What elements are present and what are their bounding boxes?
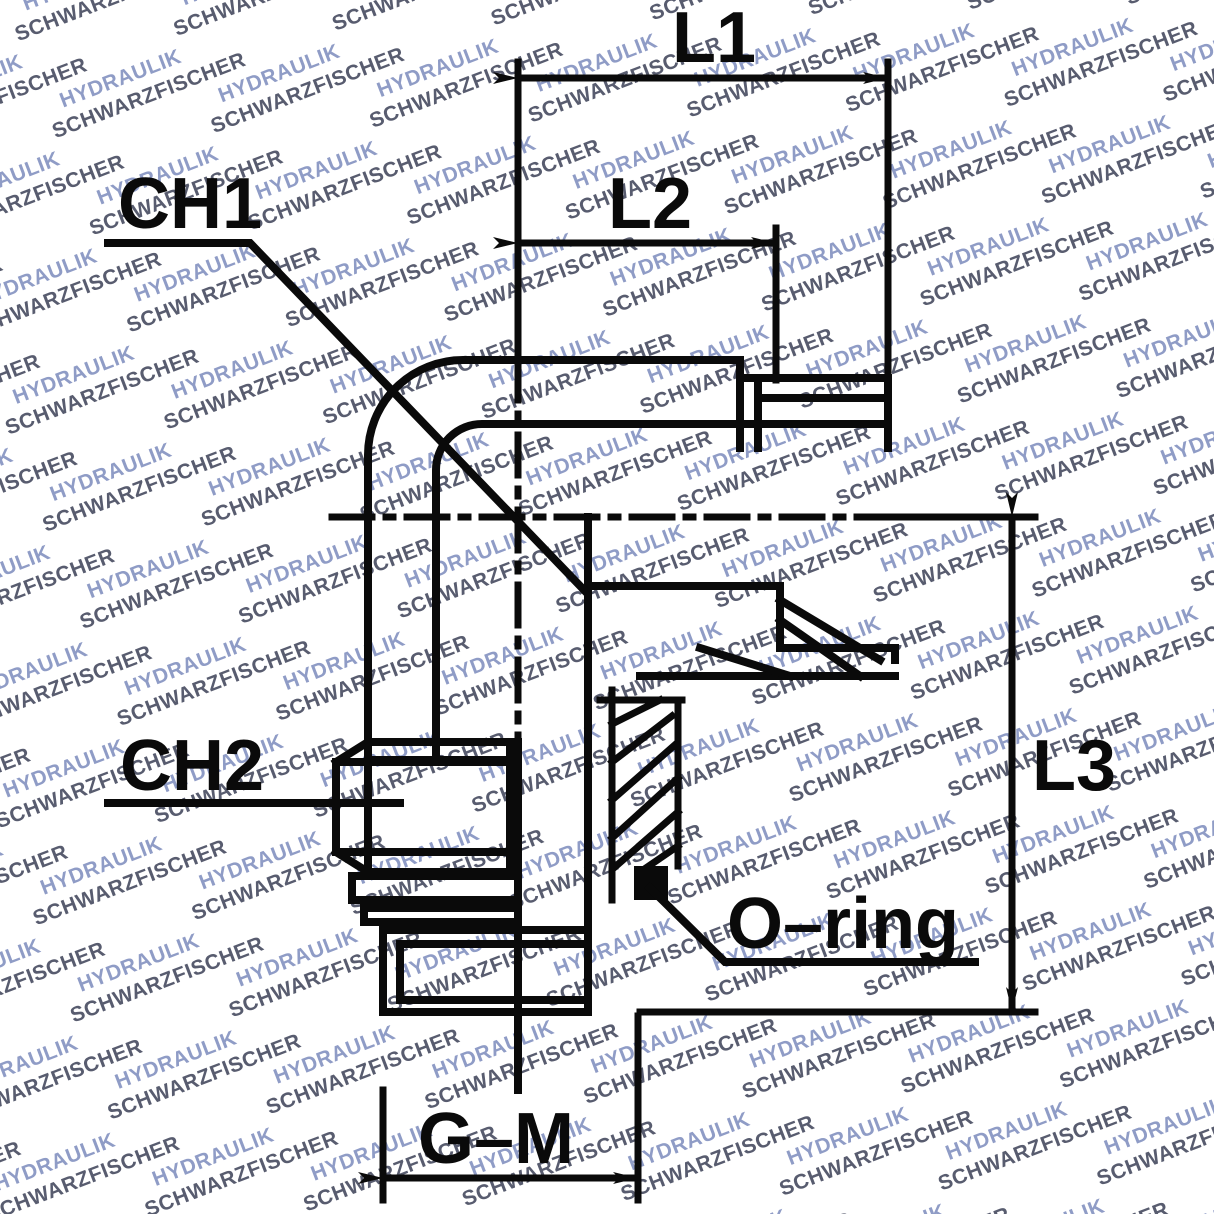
label-l3: L3	[1032, 726, 1116, 806]
label-ch2: CH2	[120, 726, 264, 806]
label-l1: L1	[672, 0, 756, 78]
leader-line-oring	[644, 882, 979, 966]
male-thread-bottom	[379, 926, 592, 1016]
fitting-body-outline	[364, 356, 899, 1016]
leader-line-ch1	[104, 239, 590, 596]
flange-chamfer-c	[694, 642, 796, 682]
washer-stack	[348, 872, 522, 926]
flange-chamfer-b	[774, 614, 866, 682]
hatch-2	[607, 711, 677, 767]
flange-chamfer-a	[774, 594, 886, 666]
label-gm: G–M	[418, 1099, 574, 1179]
hatch-4	[607, 773, 683, 843]
inner-detail-lines	[364, 513, 522, 1094]
section-hatching	[596, 686, 686, 904]
hatch-6	[635, 841, 683, 877]
body-outer-contour	[364, 356, 744, 764]
extension-lines	[379, 58, 1039, 1204]
dimension-lines	[358, 72, 1018, 1184]
hatch-3	[607, 739, 681, 805]
bore-inner-contour-upper	[432, 420, 744, 764]
label-l2: L2	[608, 164, 692, 244]
hexnut-outline	[330, 738, 514, 876]
hatch-5	[611, 807, 683, 871]
hatch-1	[607, 695, 665, 729]
label-ch1: CH1	[118, 164, 262, 244]
leader-oring	[644, 882, 979, 966]
leader-ch1	[104, 239, 590, 596]
label-oring: O–ring	[727, 884, 959, 964]
